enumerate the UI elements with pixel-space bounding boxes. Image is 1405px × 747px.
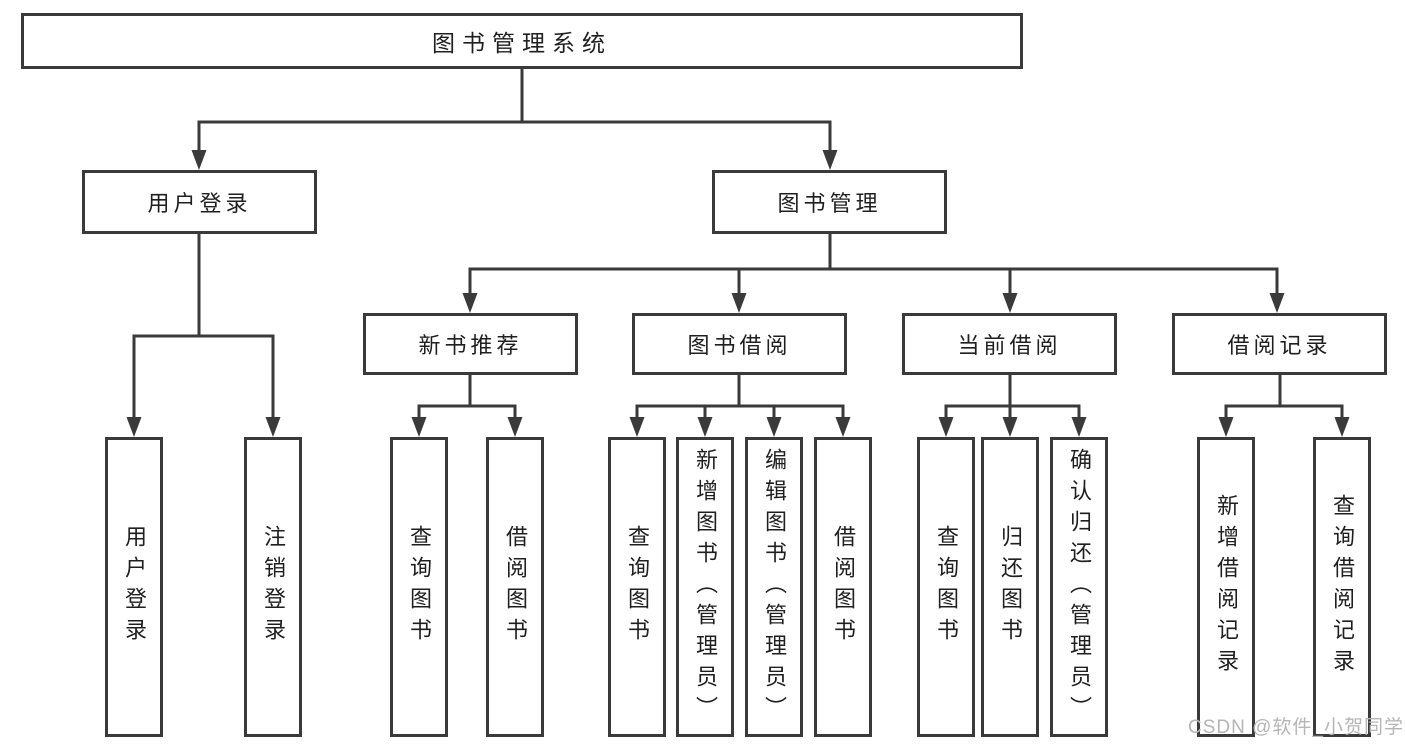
csdn-watermark: CSDN @软件_小贺同学 — [1188, 717, 1404, 738]
node-label: 图书管理系统 — [432, 30, 612, 56]
leaf-add-borrow-record: 新增借阅记录 — [1197, 437, 1255, 737]
leaf-query-book-current: 查询图书 — [917, 437, 975, 737]
node-label: 用户登录 — [122, 525, 147, 649]
node-label: 编辑图书（管理员） — [762, 447, 787, 727]
leaf-edit-book-admin: 编辑图书（管理员） — [745, 437, 803, 737]
node-borrow-record: 借阅记录 — [1172, 313, 1387, 375]
node-label: 新增借阅记录 — [1214, 494, 1239, 680]
node-label: 图书借阅 — [687, 333, 792, 358]
leaf-user-login: 用户登录 — [105, 437, 163, 737]
node-label: 用户登录 — [147, 191, 252, 216]
node-book-management-system: 图书管理系统 — [21, 13, 1023, 69]
leaf-return-book: 归还图书 — [981, 437, 1039, 737]
node-label: 确认归还（管理员） — [1067, 447, 1092, 727]
leaf-query-borrow-record: 查询借阅记录 — [1313, 437, 1371, 737]
leaf-borrow-book-borrow: 借阅图书 — [814, 437, 872, 737]
leaf-borrow-book-recommend: 借阅图书 — [486, 437, 544, 737]
node-label: 借阅记录 — [1227, 333, 1332, 358]
leaf-add-book-admin: 新增图书（管理员） — [676, 437, 734, 737]
node-label: 借阅图书 — [503, 525, 528, 649]
node-new-book-recommend: 新书推荐 — [363, 313, 578, 375]
node-label: 查询图书 — [625, 525, 650, 649]
node-label: 新书推荐 — [418, 333, 523, 358]
node-book-borrow: 图书借阅 — [632, 313, 847, 375]
node-label: 当前借阅 — [957, 333, 1062, 358]
node-label: 查询图书 — [407, 525, 432, 649]
node-label: 注销登录 — [261, 525, 286, 649]
node-book-management: 图书管理 — [712, 170, 947, 234]
node-label: 借阅图书 — [831, 525, 856, 649]
node-label: 查询图书 — [934, 525, 959, 649]
leaf-confirm-return-admin: 确认归还（管理员） — [1050, 437, 1108, 737]
node-label: 图书管理 — [777, 191, 882, 216]
leaf-logout: 注销登录 — [244, 437, 302, 737]
node-label: 新增图书（管理员） — [693, 447, 718, 727]
node-label: 查询借阅记录 — [1330, 494, 1355, 680]
leaf-query-book-borrow: 查询图书 — [608, 437, 666, 737]
node-label: 归还图书 — [998, 525, 1023, 649]
leaf-query-book-recommend: 查询图书 — [390, 437, 448, 737]
node-current-borrow: 当前借阅 — [902, 313, 1117, 375]
node-user-login: 用户登录 — [82, 170, 317, 234]
